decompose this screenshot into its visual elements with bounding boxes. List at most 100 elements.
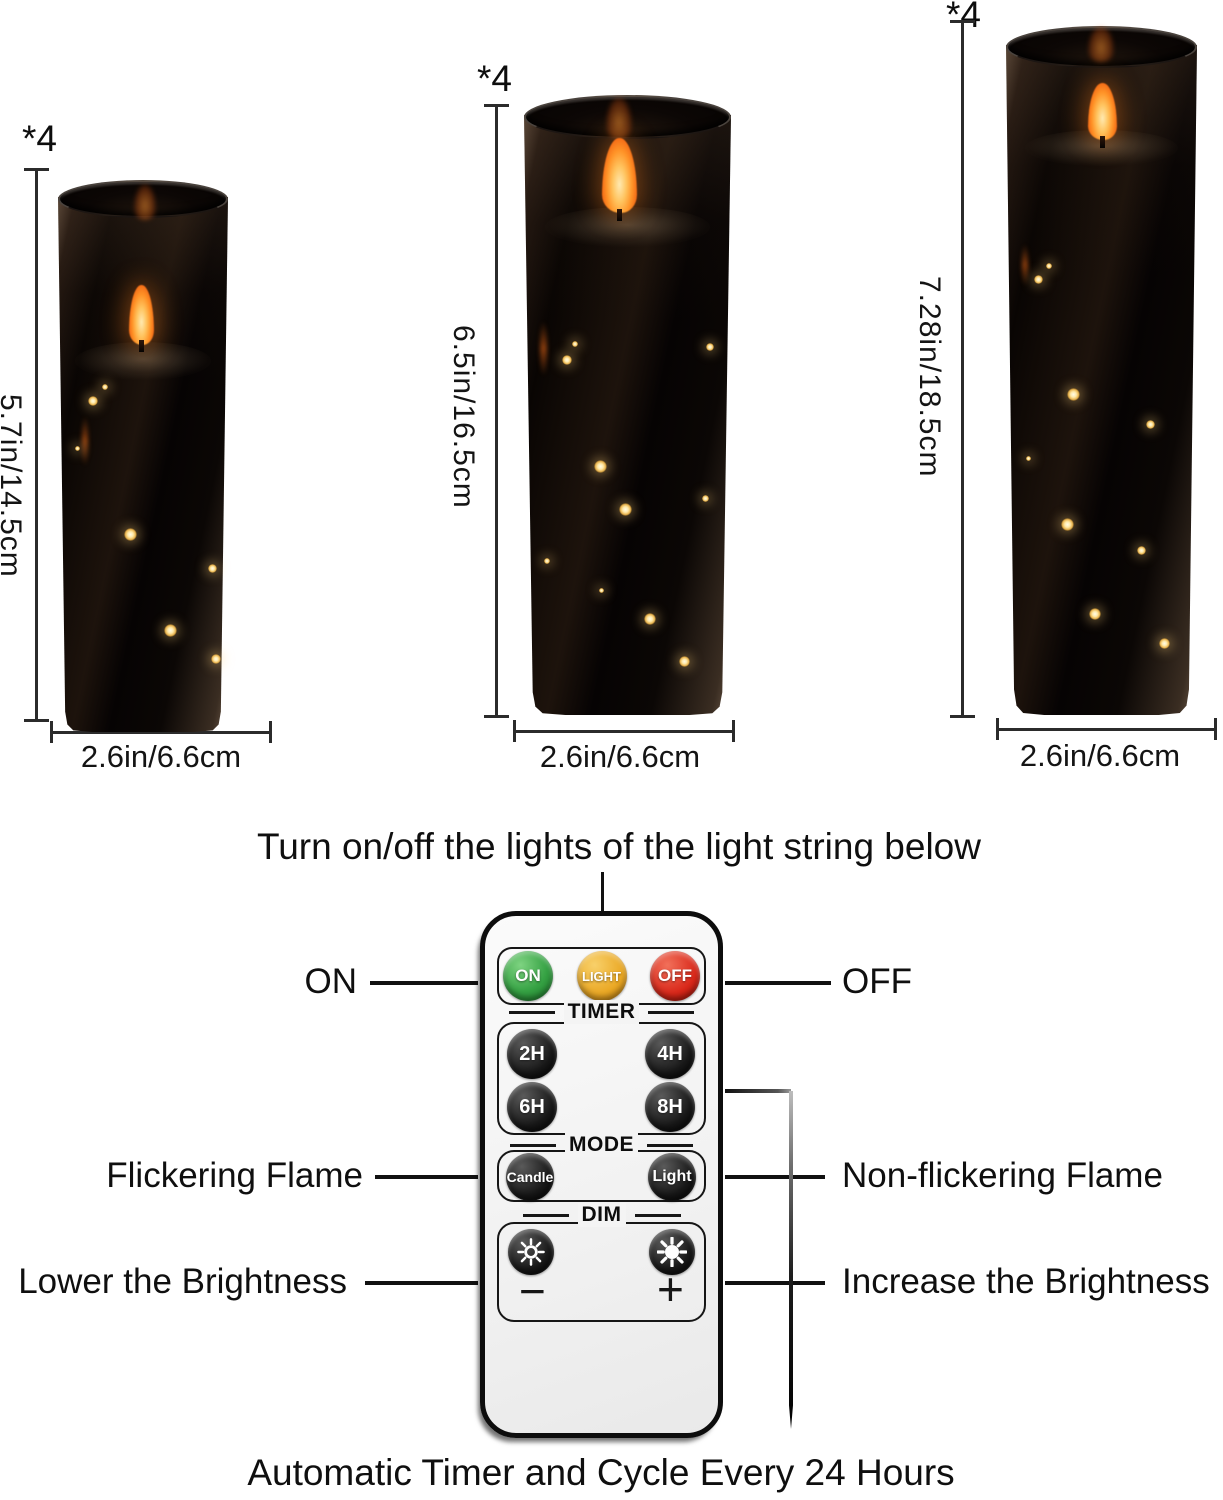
mode-candle-button[interactable]: Candle (506, 1153, 554, 1201)
dim-button-group: − + (497, 1222, 706, 1322)
led-dot (679, 656, 690, 667)
annotation-off: OFF (842, 962, 912, 1001)
flickering-pointer-line (375, 1175, 478, 1179)
candle1-photo (58, 180, 228, 732)
candle2-wax-surface (544, 207, 711, 247)
led-dot (562, 355, 572, 365)
led-dot (208, 564, 217, 573)
dim-down-button[interactable] (508, 1229, 554, 1275)
led-dot (644, 613, 656, 625)
candle2-quantity: *4 (477, 58, 512, 99)
candle3-height-line (961, 20, 964, 718)
candle3-wick (1100, 136, 1105, 148)
candle2-glass-reflection (540, 321, 547, 376)
mode-section-label: MODE (485, 1133, 718, 1157)
candle3-width-line (996, 728, 1217, 731)
candle3-photo (1006, 26, 1197, 715)
led-dot (1061, 518, 1074, 531)
candle2-width-line (513, 730, 735, 733)
minus-label: − (519, 1265, 546, 1317)
led-dot (1146, 420, 1155, 429)
candle2-photo (524, 95, 731, 715)
led-dot (544, 558, 550, 564)
dim-up-button[interactable] (649, 1229, 695, 1275)
callout-stem-line (601, 872, 604, 912)
divider (647, 1143, 693, 1147)
light-button[interactable]: LIGHT (576, 951, 627, 1001)
candle3-height-label: 7.28in/18.5cm (913, 276, 946, 478)
divider (510, 1143, 556, 1147)
candle3-glass-body (1006, 45, 1197, 715)
timer-stub-line (725, 1089, 791, 1093)
lower-pointer-line (365, 1281, 478, 1285)
led-dot (124, 528, 137, 541)
led-dot (572, 341, 578, 347)
non-flickering-pointer-line (725, 1175, 825, 1179)
dimension-cap (950, 715, 975, 718)
candle1-height-label: 5.7in/14.5cm (0, 394, 27, 578)
divider (508, 1010, 555, 1014)
on-button[interactable]: ON (503, 951, 553, 1001)
dimension-cap (484, 715, 509, 718)
led-dot (1067, 388, 1080, 401)
timer-button-group: 2H 4H 6H 8H (497, 1022, 706, 1135)
candle2-glass-body (524, 115, 731, 715)
candle1-width-label: 2.6in/6.6cm (80, 739, 242, 774)
led-dot (1137, 546, 1146, 555)
led-dot (1089, 608, 1101, 620)
led-dot (1046, 263, 1052, 269)
candle3-glass-reflection (1022, 244, 1028, 286)
candle2-height-line (495, 104, 498, 718)
candle2-wick (617, 209, 622, 221)
annotation-flickering: Flickering Flame (106, 1156, 363, 1195)
increase-pointer-line (725, 1281, 825, 1285)
led-dot (88, 396, 98, 406)
remote-callout-title: Turn on/off the lights of the light stri… (257, 826, 981, 867)
led-dot (211, 654, 221, 664)
annotation-lower-brightness: Lower the Brightness (18, 1262, 347, 1301)
candle2-flame-reflection (606, 97, 632, 139)
dim-section-label: DIM (485, 1203, 718, 1227)
dimension-tick (732, 720, 735, 742)
timer-4h-button[interactable]: 4H (645, 1029, 695, 1079)
annotation-on: ON (304, 962, 358, 1001)
led-dot (706, 343, 714, 351)
led-dot (1034, 275, 1043, 284)
sun-dim-icon (517, 1238, 545, 1266)
remote-control: ON LIGHT OFF TIMER 2H 4H 6H 8H MODE Cand… (480, 911, 723, 1438)
power-button-group: ON LIGHT OFF (497, 947, 706, 1005)
dimension-tick (269, 721, 272, 743)
led-dot (619, 503, 632, 516)
sun-bright-icon (657, 1237, 687, 1267)
on-pointer-line (370, 981, 478, 985)
divider (634, 1213, 681, 1217)
led-dot (102, 384, 108, 390)
candle1-width-line (50, 731, 272, 734)
bottom-note: Automatic Timer and Cycle Every 24 Hours (247, 1452, 955, 1493)
candle1-wick (139, 340, 144, 352)
off-button[interactable]: OFF (650, 951, 700, 1001)
candle1-quantity: *4 (22, 118, 57, 159)
led-dot (599, 588, 604, 593)
divider (648, 1010, 695, 1014)
timer-2h-button[interactable]: 2H (507, 1029, 557, 1079)
led-dot (702, 495, 709, 502)
led-dot (1026, 456, 1031, 461)
led-dot (164, 624, 177, 637)
mode-light-button[interactable]: Light (648, 1153, 696, 1201)
timer-cycle-pointer-line (789, 1091, 793, 1429)
timer-8h-button[interactable]: 8H (645, 1082, 695, 1132)
led-dot (1159, 638, 1170, 649)
off-pointer-line (725, 981, 831, 985)
led-dot (594, 460, 607, 473)
candle1-flame-reflection (134, 184, 156, 220)
plus-label: + (657, 1263, 684, 1315)
candle3-width-label: 2.6in/6.6cm (1019, 738, 1181, 773)
candle1-glass-reflection (82, 416, 88, 466)
annotation-non-flickering: Non-flickering Flame (842, 1156, 1163, 1195)
candle1-height-line (35, 168, 38, 722)
candle3-flame-reflection (1088, 26, 1114, 62)
candle2-height-label: 6.5in/16.5cm (447, 325, 480, 509)
timer-6h-button[interactable]: 6H (507, 1082, 557, 1132)
